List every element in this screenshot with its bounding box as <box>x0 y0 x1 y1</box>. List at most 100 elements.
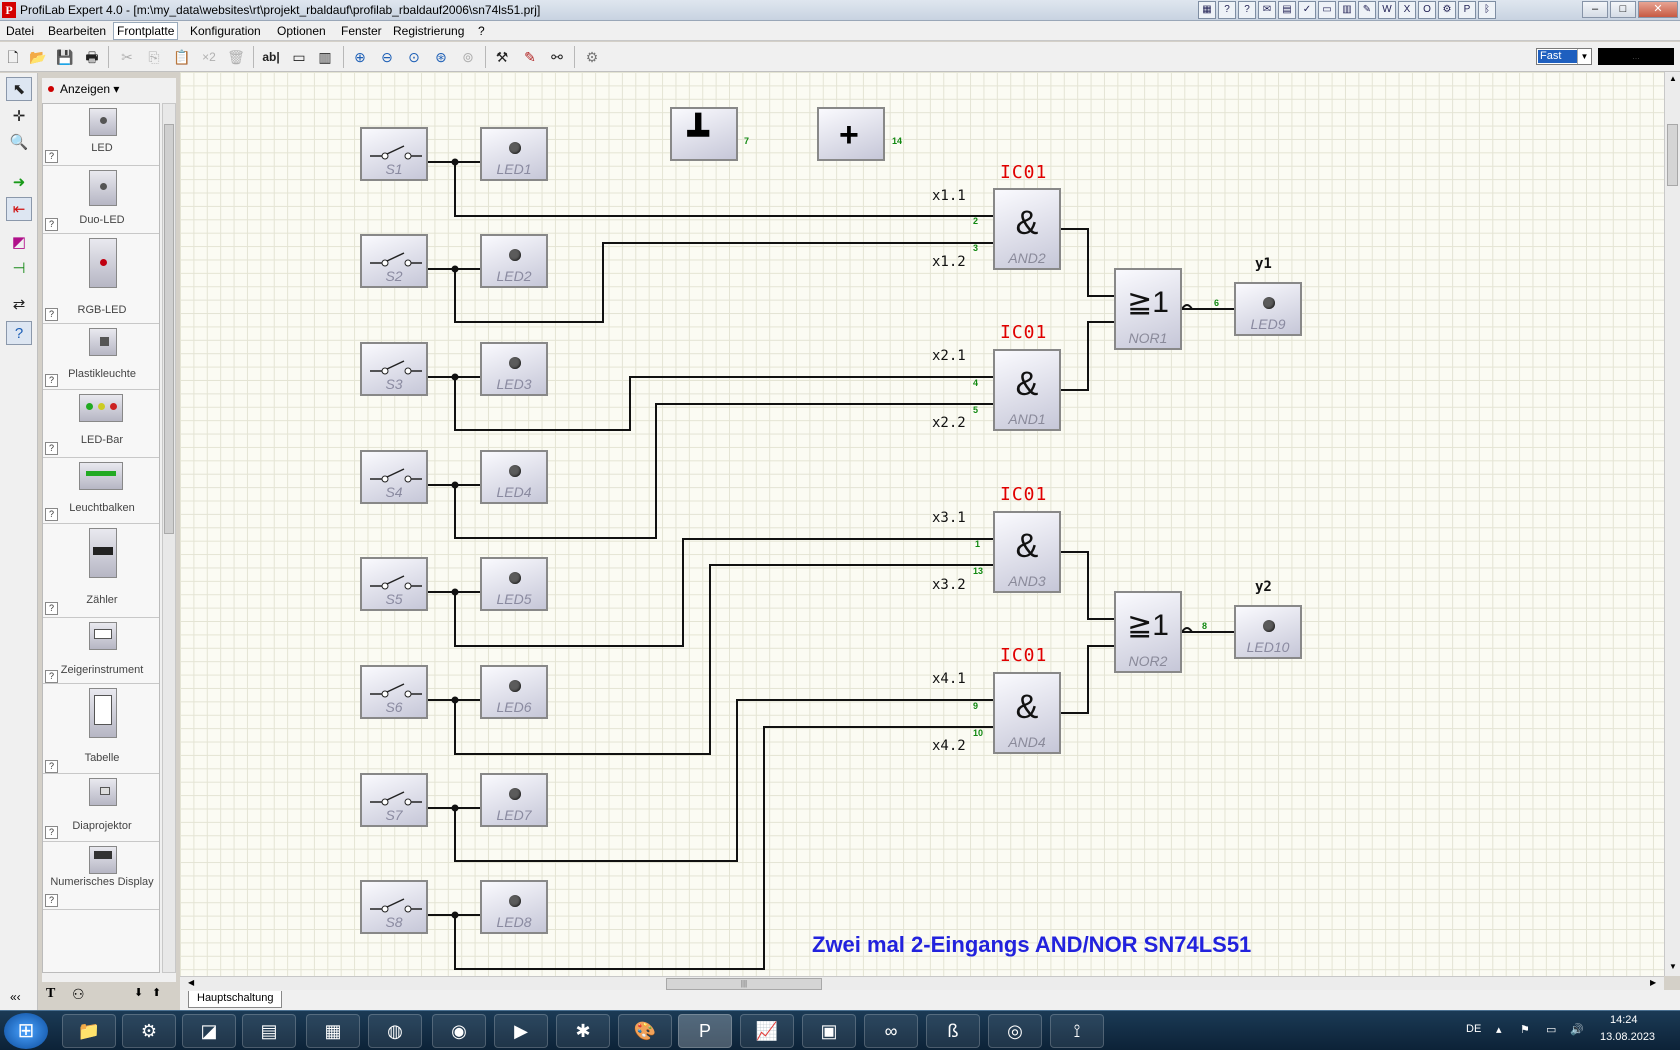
start-button[interactable]: ⊞ <box>4 1013 48 1049</box>
open-folder-icon[interactable]: 📂 <box>29 49 47 65</box>
switch[interactable]: S7 <box>360 773 428 827</box>
settings-gear-icon[interactable]: ⚙ <box>585 49 599 65</box>
color-tool-icon[interactable]: ◩ <box>11 234 27 251</box>
palette-item-tabelle[interactable]: Tabelle ? <box>43 684 159 774</box>
scroll-up-icon[interactable]: ▲ <box>1669 74 1677 83</box>
pencil-icon[interactable]: ✎ <box>1358 1 1376 19</box>
chrome-icon[interactable]: ◉ <box>432 1014 486 1048</box>
grid-icon[interactable]: ▦ <box>1198 1 1216 19</box>
menu-optionen[interactable]: Optionen <box>277 24 326 38</box>
scrollbar-thumb[interactable] <box>1667 124 1678 186</box>
crosshair-tool-icon[interactable]: ✛ <box>12 108 26 125</box>
swap-tool-icon[interactable]: ⇄ <box>12 296 26 313</box>
palette-item-led[interactable]: LED ? <box>43 104 159 166</box>
stop-arrow-icon[interactable]: ⇤ <box>6 197 32 221</box>
palette-scrollbar[interactable] <box>162 103 176 973</box>
powerpoint-icon[interactable]: P <box>1458 1 1476 19</box>
copy-icon[interactable]: ⎘ <box>148 49 160 65</box>
zoom-reset-icon[interactable]: ⊚ <box>462 49 474 65</box>
tray-expand-icon[interactable]: ▴ <box>1496 1024 1502 1036</box>
clock-date[interactable]: 13.08.2023 <box>1600 1031 1656 1043</box>
help-icon[interactable]: ? <box>1238 1 1256 19</box>
collapse-panel-icon[interactable]: «‹ <box>10 990 21 1004</box>
tools-app-icon[interactable]: ▤ <box>242 1014 296 1048</box>
zoom-fit-icon[interactable]: ⊙ <box>408 49 420 65</box>
menu-registrierung[interactable]: Registrierung <box>393 24 465 38</box>
tab-hauptschaltung[interactable]: Hauptschaltung <box>188 991 283 1008</box>
switch[interactable]: S1 <box>360 127 428 181</box>
help-icon[interactable]: ? <box>45 308 58 321</box>
and-gate[interactable]: & AND3 <box>993 511 1061 593</box>
nor-gate[interactable]: ≧1 NOR1 <box>1114 268 1182 350</box>
help-cursor-icon[interactable]: ? <box>6 321 32 345</box>
input-led[interactable]: LED1 <box>480 127 548 181</box>
output-led[interactable]: LED10 <box>1234 605 1302 659</box>
zoom-page-icon[interactable]: ⊛ <box>435 49 447 65</box>
flag-icon[interactable]: ⚑ <box>1520 1024 1530 1036</box>
clock-time[interactable]: 14:24 <box>1610 1014 1638 1026</box>
help-icon[interactable]: ? <box>45 826 58 839</box>
menu-konfiguration[interactable]: Konfiguration <box>190 24 261 38</box>
switch[interactable]: S6 <box>360 665 428 719</box>
vertical-scrollbar[interactable]: ▲ ▼ <box>1664 72 1680 976</box>
scroll-left-icon[interactable]: ◀ <box>188 978 195 987</box>
table-icon[interactable]: ▥ <box>318 49 332 65</box>
and-gate[interactable]: & AND1 <box>993 349 1061 431</box>
menu-bearbeiten[interactable]: Bearbeiten <box>48 24 107 38</box>
switch[interactable]: S4 <box>360 450 428 504</box>
card-icon[interactable]: ▭ <box>1318 1 1336 19</box>
run-arrow-icon[interactable]: ➜ <box>12 174 26 191</box>
help-icon[interactable]: ? <box>45 374 58 387</box>
menu-help[interactable]: ? <box>478 24 485 38</box>
arduino-icon[interactable]: ∞ <box>864 1014 918 1048</box>
and-gate[interactable]: & AND2 <box>993 188 1061 270</box>
palette-item-zaehler[interactable]: Zähler ? <box>43 524 159 618</box>
palette-item-numerisches-display[interactable]: Numerisches Display ? <box>43 842 159 910</box>
paint-app-icon[interactable]: 🎨 <box>618 1014 672 1048</box>
input-led[interactable]: LED8 <box>480 880 548 934</box>
explorer-icon[interactable]: 📁 <box>62 1014 116 1048</box>
language-indicator[interactable]: DE <box>1466 1023 1482 1035</box>
help-icon[interactable]: ? <box>45 670 58 683</box>
duplicate-icon[interactable]: ×2 <box>202 50 216 64</box>
input-led[interactable]: LED4 <box>480 450 548 504</box>
mail-icon[interactable]: ✉ <box>1258 1 1276 19</box>
menu-fenster[interactable]: Fenster <box>341 24 382 38</box>
scrollbar-thumb[interactable] <box>164 124 174 534</box>
zoom-in-icon[interactable]: ⊕ <box>354 49 366 65</box>
switch[interactable]: S3 <box>360 342 428 396</box>
menu-datei[interactable]: Datei <box>6 24 35 38</box>
palette-item-led-bar[interactable]: LED-Bar ? <box>43 390 159 458</box>
binoculars-icon[interactable]: ⚇ <box>72 986 85 1002</box>
palette-header[interactable]: Anzeigen ▾ <box>42 78 176 100</box>
palette-item-zeigerinstrument[interactable]: Zeigerinstrument ? <box>43 618 159 684</box>
input-led[interactable]: LED3 <box>480 342 548 396</box>
globe-icon[interactable]: ◍ <box>368 1014 422 1048</box>
palette-item-diaprojektor[interactable]: Diaprojektor ? <box>43 774 159 842</box>
help-icon[interactable]: ? <box>45 508 58 521</box>
pin-tool-icon[interactable]: ⊣ <box>12 260 26 277</box>
connector-icon[interactable]: ⚯ <box>551 49 563 65</box>
document-icon[interactable]: ▤ <box>1278 1 1296 19</box>
app-icon[interactable]: ß <box>926 1014 980 1048</box>
note-icon[interactable]: ✓ <box>1298 1 1316 19</box>
save-icon[interactable]: 💾 <box>56 49 74 65</box>
pointer-tool-icon[interactable]: ⬉ <box>6 77 32 101</box>
bluetooth-icon[interactable]: ᛒ <box>1478 1 1496 19</box>
output-led[interactable]: LED9 <box>1234 282 1302 336</box>
word-icon[interactable]: W <box>1378 1 1396 19</box>
probe-icon[interactable]: ✎ <box>524 49 536 65</box>
scroll-down-icon[interactable]: ▼ <box>1669 962 1677 971</box>
chart-app-icon[interactable]: 📈 <box>740 1014 794 1048</box>
settings-app-icon[interactable]: ⚙ <box>122 1014 176 1048</box>
ground-supply-block[interactable]: ┻ <box>670 107 738 161</box>
cut-icon[interactable]: ✂ <box>121 49 133 65</box>
palette-item-plastikleuchte[interactable]: Plastikleuchte ? <box>43 324 159 390</box>
zoom-out-icon[interactable]: ⊖ <box>381 49 393 65</box>
hammer-tools-icon[interactable]: ⚒ <box>495 49 509 65</box>
help-icon[interactable]: ? <box>45 150 58 163</box>
arrow-up-icon[interactable]: ⬆ <box>152 987 162 999</box>
close-button[interactable]: ✕ <box>1638 1 1678 18</box>
menu-frontplatte[interactable]: Frontplatte <box>113 22 179 40</box>
